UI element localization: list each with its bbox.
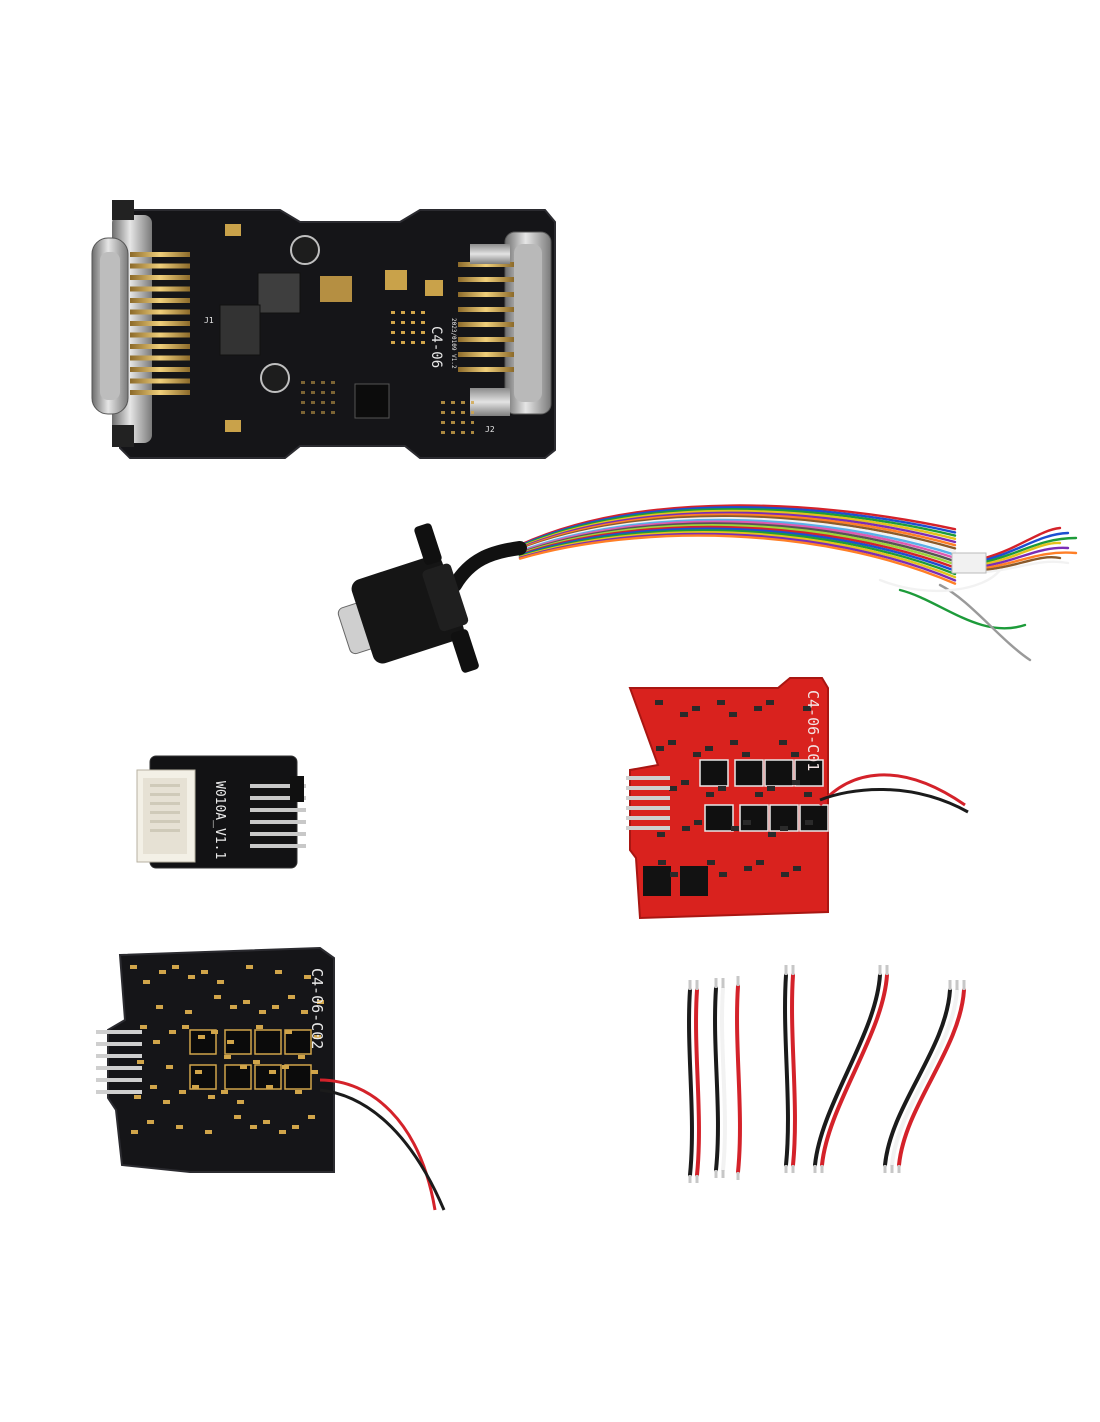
adapter-board: W010A_V1.1	[136, 755, 306, 869]
connector-label-j1: J1	[204, 316, 214, 325]
db15-connector	[458, 231, 552, 416]
main-board: C4-06 2023/0109 V1.2 J1 J2	[91, 200, 556, 459]
adapter-board-label: W010A_V1.1	[212, 781, 227, 859]
db25-connector	[91, 200, 190, 447]
loose-wire-pairs	[687, 965, 966, 1183]
red-board-label: C4-06-C01	[804, 690, 822, 771]
main-board-label: C4-06	[428, 326, 444, 368]
black-board-label: C4-06-C02	[308, 968, 326, 1049]
black-board: C4-06-C02	[96, 946, 446, 1211]
red-board: C4-06-C01	[626, 677, 969, 920]
main-board-version: 2023/0109 V1.2	[450, 318, 457, 369]
db15-cable	[337, 504, 1078, 673]
connector-label-j2: J2	[485, 425, 495, 434]
